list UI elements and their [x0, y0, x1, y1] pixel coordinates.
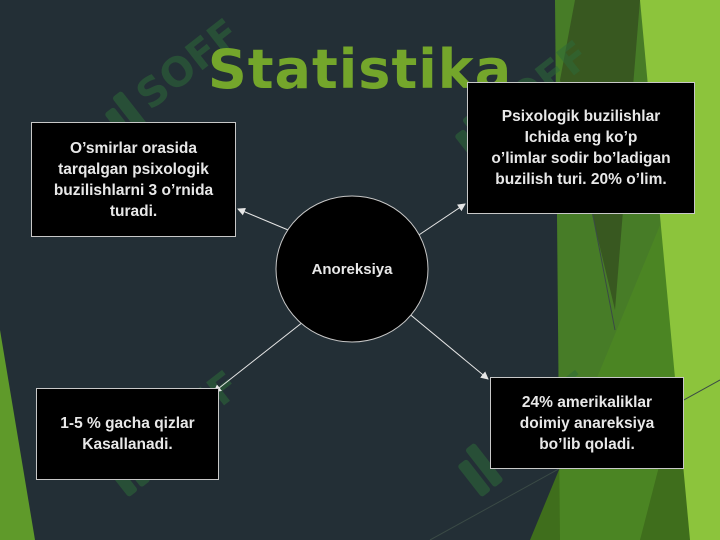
info-box-bottom-left: 1-5 % gacha qizlar Kasallanadi.	[36, 388, 219, 480]
info-box-top-right: Psixologik buzilishlar Ichida eng ko’p o…	[467, 82, 695, 214]
info-box-bottom-right: 24% amerikaliklar doimiy anareksiya bo’l…	[490, 377, 684, 469]
info-box-text: 1-5 % gacha qizlar Kasallanadi.	[60, 415, 195, 453]
slide-title: Statistika	[207, 38, 513, 101]
info-box-text: Psixologik buzilishlar Ichida eng ko’p o…	[491, 108, 671, 188]
info-box-text: O’smirlar orasida tarqalgan psixologik b…	[53, 139, 214, 220]
arrow-to-bottom-left	[213, 321, 304, 393]
deco-left-sliver	[0, 330, 35, 540]
info-box-text: 24% amerikaliklar doimiy anareksiya bo’l…	[519, 393, 655, 453]
center-circle	[275, 195, 429, 343]
deco-line	[589, 199, 616, 331]
center-label: Anoreksiya	[311, 260, 393, 278]
info-box-top-left: O’smirlar orasida tarqalgan psixologik b…	[31, 122, 236, 237]
